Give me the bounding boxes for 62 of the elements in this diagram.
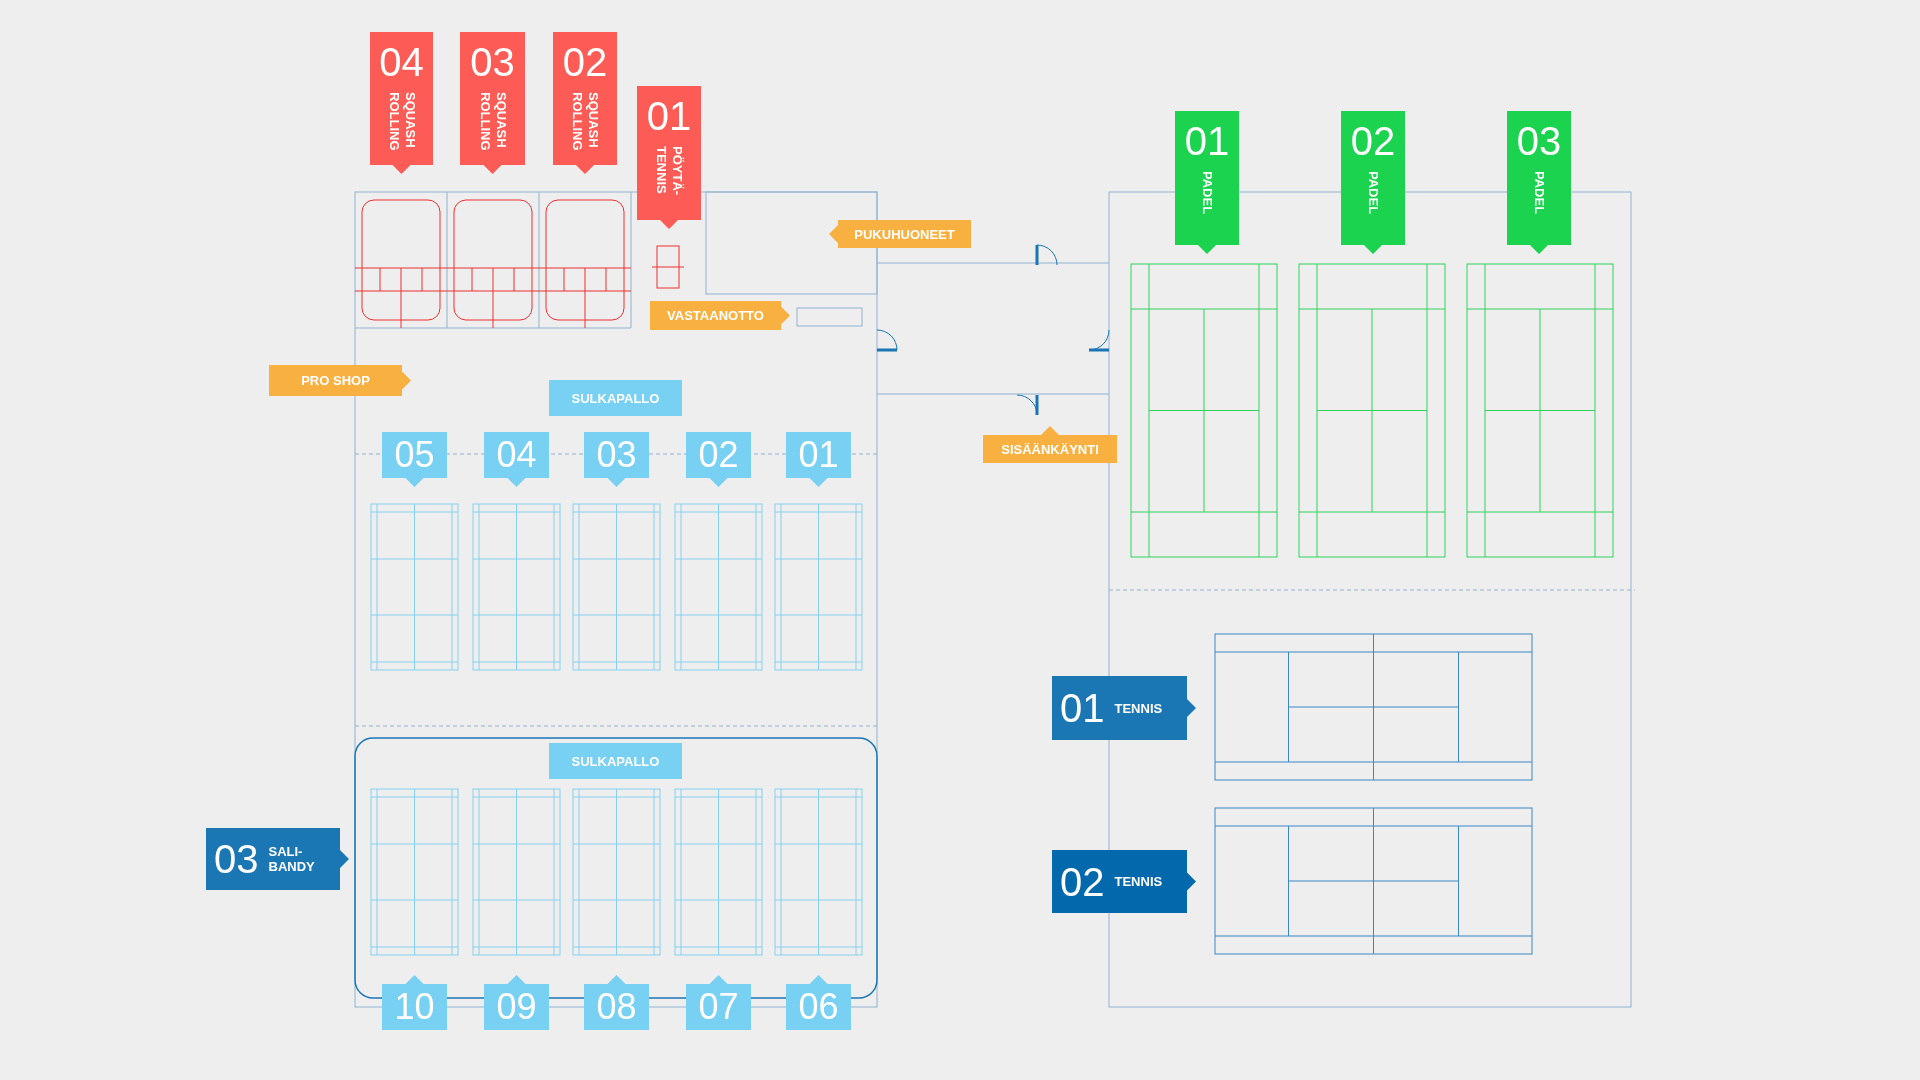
court-tag [1341, 111, 1405, 254]
court-name: SALI-BANDY [268, 844, 316, 874]
court-tag [1175, 111, 1239, 254]
court-number: 03 [596, 437, 637, 473]
area-tag [983, 426, 1117, 463]
court-number-tag [484, 975, 549, 1030]
court-number: 09 [496, 989, 537, 1025]
court-number-tag [382, 975, 447, 1030]
court-number: 01 [798, 437, 839, 473]
area-name: SULKAPALLO [571, 753, 660, 769]
court-tag [206, 828, 349, 890]
court-tag [553, 32, 617, 174]
area-name: SULKAPALLO [571, 390, 660, 406]
area-tag [650, 301, 790, 330]
court-number: 07 [698, 989, 739, 1025]
court-name: PADEL [1199, 171, 1215, 217]
court-name: PADEL [1531, 171, 1547, 217]
court-number: 04 [379, 42, 424, 82]
court-number-tag [382, 432, 447, 487]
court-number-tag [686, 432, 751, 487]
court-number: 02 [698, 437, 739, 473]
court-number-tag [786, 432, 851, 487]
area-name: PRO SHOP [301, 373, 370, 388]
court-number: 03 [214, 839, 259, 879]
court-number: 01 [646, 96, 692, 136]
court-tag [637, 86, 701, 229]
area-name: VASTAANOTTO [667, 308, 764, 323]
court-name: PADEL [1365, 171, 1381, 217]
court-name: TENNIS [1114, 874, 1163, 889]
area-name: SISÄÄNKÄYNTI [1001, 441, 1099, 457]
area-tag [549, 380, 682, 416]
court-name: SQUASH ROLLING [476, 92, 509, 153]
court-number: 01 [1184, 121, 1230, 161]
area-tag [829, 220, 971, 248]
court-number: 02 [562, 42, 608, 82]
court-number-tag [584, 975, 649, 1030]
court-number: 03 [470, 42, 515, 82]
court-number: 10 [394, 989, 435, 1025]
court-number: 04 [496, 437, 537, 473]
court-number: 02 [1060, 861, 1105, 902]
court-number: 03 [1516, 121, 1562, 161]
court-number: 08 [596, 989, 637, 1025]
area-tag [549, 743, 682, 779]
court-number-tag [786, 975, 851, 1030]
court-number: 06 [798, 989, 839, 1025]
court-name: SQUASH ROLLING [385, 92, 418, 153]
area-tag [269, 365, 411, 396]
court-number-tag [584, 432, 649, 487]
court-number-tag [686, 975, 751, 1030]
area-name: PUKUHUONEET [854, 226, 955, 242]
court-number-tag [484, 432, 549, 487]
court-name: TENNIS [1114, 700, 1163, 716]
court-tag [1052, 850, 1196, 913]
court-tag [1052, 676, 1196, 740]
court-tag [1507, 111, 1571, 254]
court-tag [370, 32, 433, 174]
court-number: 02 [1350, 121, 1396, 161]
court-number: 01 [1060, 688, 1105, 728]
court-number: 05 [394, 437, 435, 473]
court-tag [460, 32, 525, 174]
court-name: PÖYTÄ-TENNIS [653, 146, 685, 198]
court-name: SQUASH ROLLING [569, 92, 601, 153]
